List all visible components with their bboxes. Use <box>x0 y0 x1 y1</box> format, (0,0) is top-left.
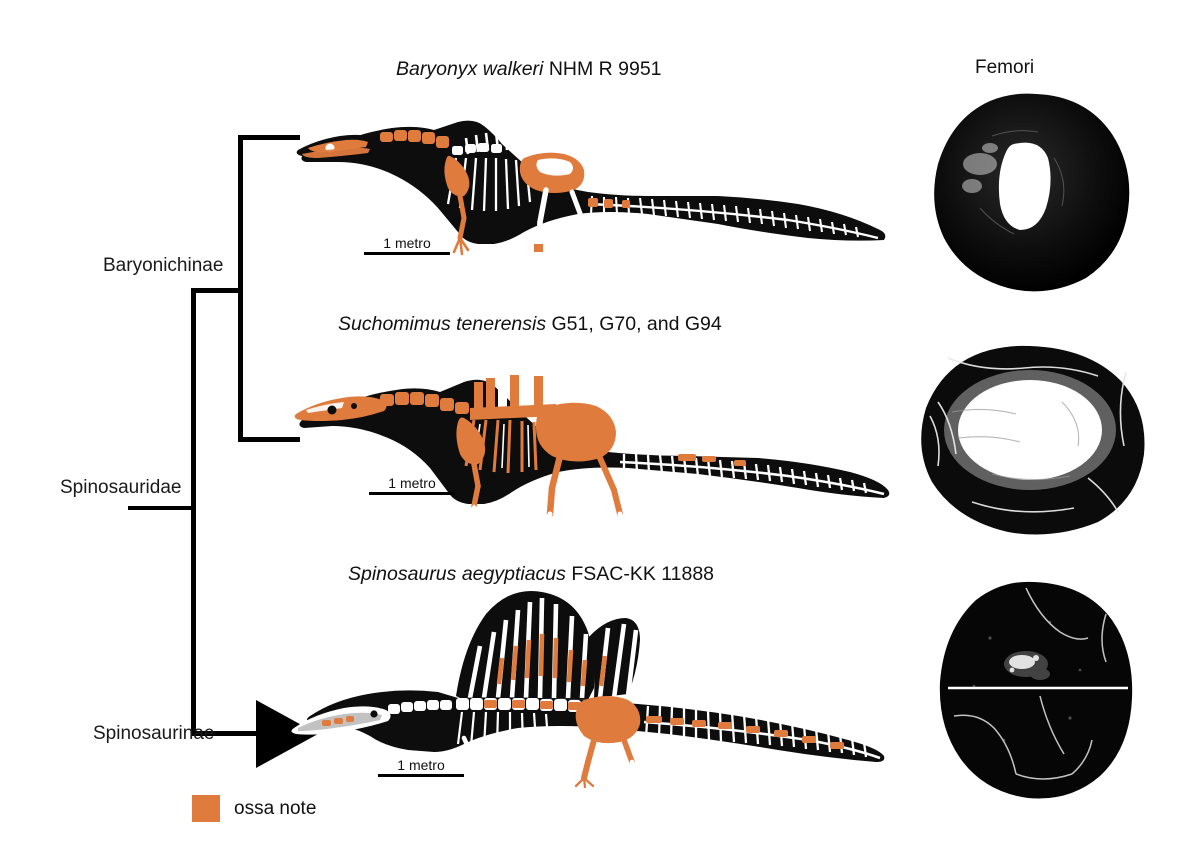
branch-tip-baryonyx <box>238 135 300 140</box>
scalebar-label-baryonyx: 1 metro <box>383 235 431 251</box>
scalebar-line-baryonyx <box>364 251 450 256</box>
cladogram: Baryonichinae Spinosauridae Spinosaurina… <box>0 0 420 848</box>
femur-section-suchomimus <box>912 342 1152 538</box>
skeletal-suchomimus <box>288 348 896 538</box>
column-header-femori: Femori <box>975 57 1035 78</box>
taxon-specimen-baryonyx: NHM R 9951 <box>548 58 662 80</box>
taxon-binomial-baryonyx: Baryonyx walkeri <box>396 58 544 80</box>
taxon-label-baryonyx: Baryonyx walkeri NHM R 9951 <box>396 58 662 81</box>
branch-root-spinosauridae <box>128 506 194 510</box>
scalebar-spinosaurus: 1 metro <box>378 757 464 778</box>
scalebar-baryonyx: 1 metro <box>364 235 450 256</box>
skeletal-baryonyx <box>288 92 896 288</box>
taxon-label-spinosaurus: Spinosaurus aegyptiacus FSAC-KK 11888 <box>348 563 714 586</box>
scalebar-label-suchomimus: 1 metro <box>388 475 436 491</box>
baryonyx-silhouette <box>296 120 886 284</box>
branch-stem-baryonichinae <box>191 288 241 293</box>
scalebar-line-suchomimus <box>369 491 455 496</box>
branch-spinosauridae-vertical <box>191 288 196 735</box>
branch-tip-spinosaurinae <box>191 731 261 736</box>
taxon-binomial-suchomimus: Suchomimus tenerensis <box>338 313 547 335</box>
clade-label-baryonichinae: Baryonichinae <box>103 255 224 276</box>
femur-section-spinosaurus <box>930 578 1142 804</box>
suchomimus-silhouette <box>294 375 890 538</box>
spinosaurus-silhouette <box>291 590 885 788</box>
legend-label: ossa note <box>234 797 317 819</box>
skeletal-spinosaurus <box>288 588 898 788</box>
femur-section-baryonyx <box>928 88 1144 298</box>
taxon-specimen-suchomimus: G51, G70, and G94 <box>551 313 722 335</box>
taxon-binomial-spinosaurus: Spinosaurus aegyptiacus <box>348 563 566 585</box>
legend-swatch-orange <box>192 795 220 822</box>
legend-ossa-note: ossa note <box>192 795 316 822</box>
clade-label-spinosaurinae: Spinosaurinae <box>93 723 215 744</box>
taxon-specimen-spinosaurus: FSAC-KK 11888 <box>571 563 715 585</box>
taxon-label-suchomimus: Suchomimus tenerensis G51, G70, and G94 <box>338 313 722 336</box>
branch-tip-suchomimus <box>238 437 300 442</box>
scalebar-line-spinosaurus <box>378 773 464 778</box>
scalebar-suchomimus: 1 metro <box>369 475 455 496</box>
clade-label-spinosauridae: Spinosauridae <box>60 477 182 498</box>
scalebar-label-spinosaurus: 1 metro <box>397 757 445 773</box>
